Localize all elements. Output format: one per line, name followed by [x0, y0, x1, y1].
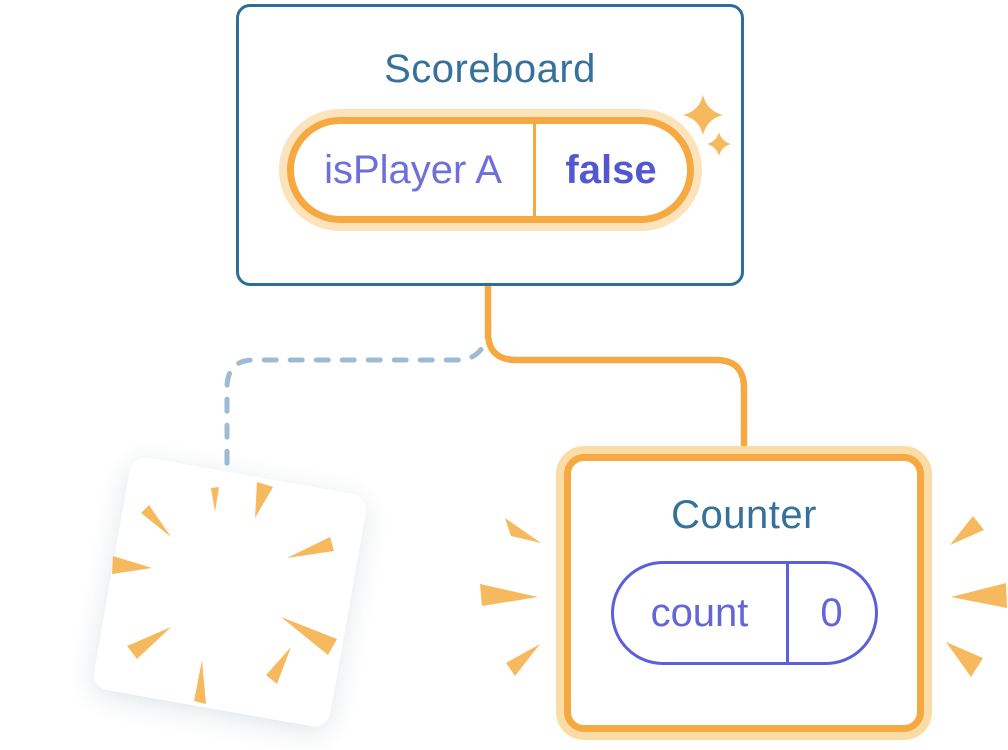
- state-value: 0: [820, 591, 843, 635]
- emphasis-marks-left-icon: [480, 518, 541, 676]
- scoreboard-card: Scoreboard isPlayer A false: [236, 4, 744, 286]
- counter-title: Counter: [671, 493, 817, 537]
- state-value: false: [565, 148, 657, 192]
- emphasis-mark: [480, 584, 538, 606]
- scoreboard-state-pill: isPlayer A false: [286, 117, 694, 223]
- emphasis-mark: [505, 518, 541, 543]
- counter-card: Counter count 0: [564, 454, 924, 732]
- emphasis-mark: [506, 644, 540, 676]
- counter-state-pill: count 0: [610, 561, 878, 665]
- pill-divider: [785, 564, 789, 662]
- emphasis-mark: [950, 516, 984, 545]
- scoreboard-title: Scoreboard: [384, 47, 596, 91]
- emphasis-mark: [951, 583, 1007, 608]
- connector-solid: [484, 279, 748, 466]
- emphasis-marks-right-icon: [946, 516, 1007, 677]
- connector-dashed: [224, 322, 492, 481]
- state-key: isPlayer A: [324, 148, 502, 192]
- emphasis-mark: [946, 642, 983, 677]
- state-key: count: [650, 591, 749, 635]
- destroyed-card: [91, 454, 369, 730]
- pill-divider: [532, 124, 536, 216]
